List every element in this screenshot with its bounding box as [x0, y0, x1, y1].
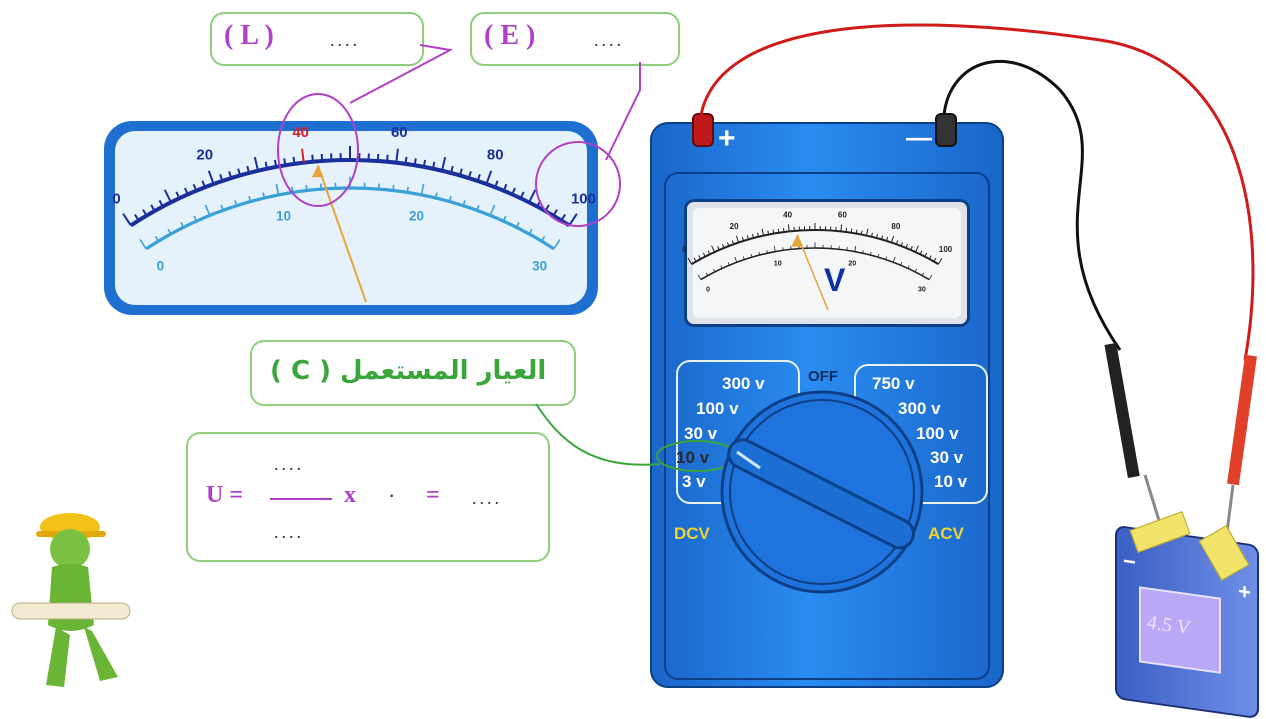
top-scale-tick [788, 224, 789, 231]
acv-range-option[interactable]: 100 v [916, 424, 959, 444]
red-lead-wire [701, 25, 1253, 360]
bottom-scale-tick [698, 275, 701, 280]
top-scale-label: 0 [682, 245, 687, 254]
top-scale-tick [762, 229, 764, 236]
top-scale-label: 60 [838, 210, 847, 219]
top-scale-tick [712, 246, 715, 252]
callout-C-connector [536, 404, 660, 465]
red-probe [1227, 355, 1257, 485]
top-scale-tick [783, 228, 784, 232]
top-scale-tick [773, 230, 774, 234]
battery-label-panel: 4.5 V [1139, 586, 1221, 674]
top-scale-tick [846, 228, 847, 232]
top-scale-tick [688, 258, 692, 264]
top-scale-tick [938, 258, 942, 264]
dcv-label: DCV [674, 524, 710, 544]
bottom-scale-tick [855, 246, 856, 252]
top-scale-tick [736, 236, 738, 243]
acv-range-option[interactable]: 30 v [930, 448, 963, 468]
callout-L-connector [350, 45, 450, 103]
acv-range-option[interactable]: 10 v [934, 472, 967, 492]
callout-E-circle [536, 142, 620, 226]
callout-L-circle [278, 94, 358, 206]
dcv-range-option[interactable]: 100 v [696, 399, 739, 419]
bottom-scale-label: 0 [706, 285, 710, 294]
black-lead-wire [944, 61, 1120, 350]
top-scale-tick [851, 229, 852, 233]
acv-range-option[interactable]: 300 v [898, 399, 941, 419]
off-label[interactable]: OFF [808, 368, 838, 385]
bottom-scale-label: 10 [774, 258, 782, 267]
bottom-scale-tick [929, 275, 932, 280]
top-scale-tick [866, 229, 868, 236]
black-probe [1104, 343, 1139, 478]
small-meter-scales: 0 20 40 60 80 100 0 10 20 30 [682, 210, 953, 310]
top-scale-label: 80 [891, 222, 900, 231]
battery-plus: + [1238, 578, 1251, 606]
needle-tip [791, 235, 803, 247]
top-scale-tick [915, 246, 918, 252]
dcv-range-option[interactable]: 10 v [676, 448, 709, 468]
top-scale-tick [778, 229, 779, 233]
top-scale-label: 100 [939, 245, 953, 254]
bottom-scale-tick [735, 257, 737, 262]
top-scale-label: 40 [783, 210, 792, 219]
worker-mascot-icon [8, 505, 138, 705]
acv-range-option[interactable]: 750 v [872, 374, 915, 394]
battery-minus: − [1123, 548, 1136, 576]
battery-voltage-label: 4.5 V [1147, 611, 1189, 640]
bottom-scale-label: 20 [848, 258, 856, 267]
dcv-range-option[interactable]: 3 v [682, 472, 706, 492]
top-scale-tick [841, 224, 842, 231]
top-scale-tick [856, 230, 857, 234]
bottom-scale-arc [701, 248, 929, 280]
bottom-scale-label: 30 [918, 285, 926, 294]
acv-label: ACV [928, 524, 964, 544]
top-scale-tick [891, 236, 893, 243]
bottom-scale-tick [774, 246, 775, 252]
small-meter-unit: V [824, 262, 845, 299]
callout-E-connector [606, 62, 640, 160]
bottom-scale-tick [893, 257, 895, 262]
dcv-range-option[interactable]: 30 v [684, 424, 717, 444]
dcv-range-option[interactable]: 300 v [722, 374, 765, 394]
top-scale-label: 20 [730, 222, 739, 231]
